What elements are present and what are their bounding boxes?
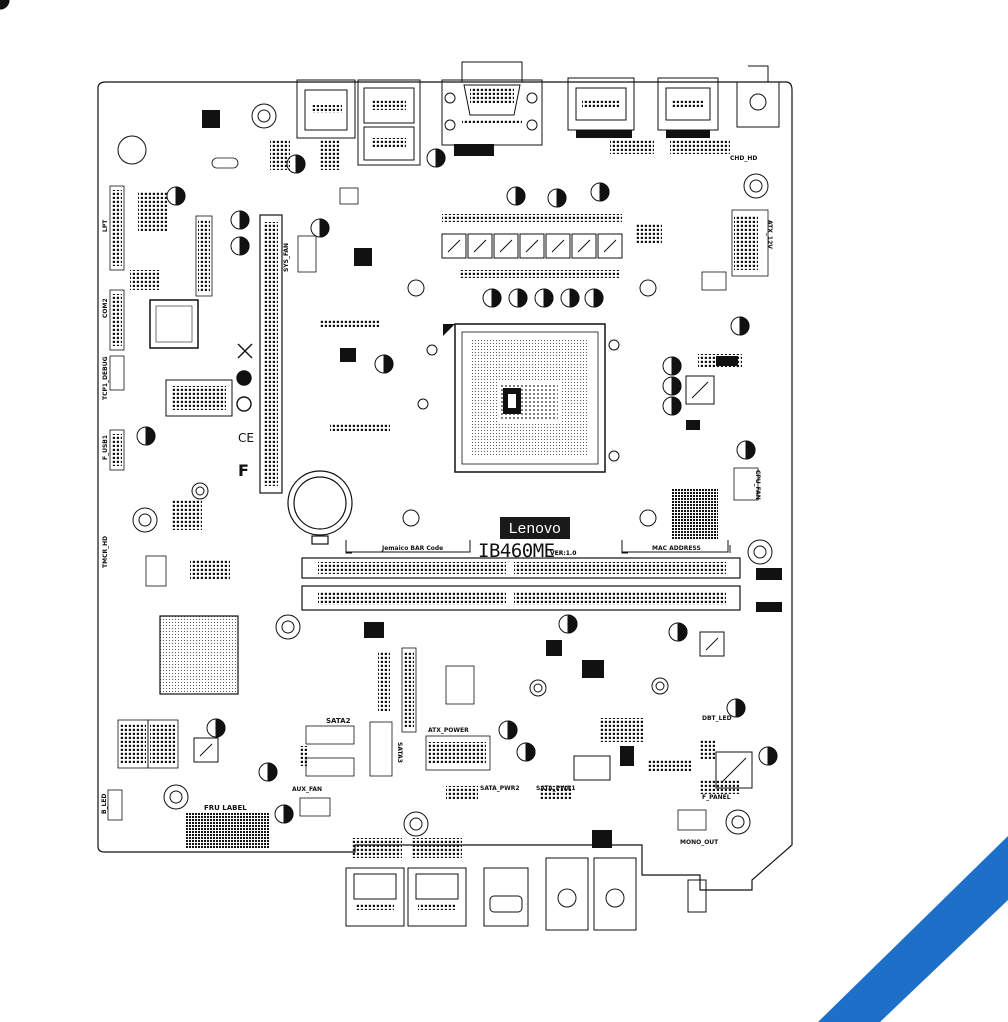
svg-text:F: F — [238, 461, 249, 480]
chd-hd-label: CHD_HD — [730, 155, 758, 162]
regulatory-marks: CE F — [236, 343, 254, 480]
tcp1-debug-label: TCP1_DEBUG — [102, 356, 109, 400]
board-outline — [97, 81, 793, 891]
f-panel-label: F_PANEL — [702, 794, 731, 801]
mounting-holes — [117, 103, 773, 837]
svg-text:CE: CE — [238, 431, 254, 445]
mono-out-label: MONO_OUT — [680, 839, 719, 846]
atx-12v-label: ATX_12V — [766, 220, 773, 249]
sata3-label: SATA3 — [396, 742, 403, 763]
model-number: IB460ME — [478, 540, 555, 562]
mac-address-label: MAC ADDRESS — [652, 545, 701, 552]
bottom-io-connectors — [345, 857, 707, 931]
atx-power-label: ATX_POWER — [428, 727, 469, 734]
sys-fan-label: SYS_FAN — [283, 242, 290, 272]
fru-label-area — [186, 812, 270, 848]
pch-chip — [159, 615, 239, 695]
dimm-slots — [301, 545, 782, 612]
cpu-fan-label: CPU_FAN — [754, 470, 761, 500]
sata-pwr2-label: SATA_PWR2 — [480, 785, 520, 792]
tmcr-hd-label: TMCR_HD — [102, 535, 109, 568]
version-label: VER:1.0 — [550, 550, 577, 557]
f-usb1-label: F_USB1 — [102, 434, 109, 460]
com2-label: COM2 — [102, 298, 109, 318]
sata2-label: SATA2 — [326, 717, 351, 725]
aux-fan-label: AUX_FAN — [292, 786, 323, 793]
fru-label-text: FRU LABEL — [204, 804, 247, 812]
dbt-led-label: DBT_LED — [702, 715, 732, 722]
brand-logo: Lenovo — [500, 517, 570, 539]
lpt-label: LPT — [102, 219, 109, 232]
brand-text: Lenovo — [508, 519, 562, 537]
capacitors — [0, 0, 778, 824]
super-io-chip — [149, 299, 199, 349]
b-led-label: B_LED — [101, 793, 108, 814]
barcode-label: Jemaico BAR Code — [382, 545, 444, 552]
expansion-slot — [259, 214, 283, 494]
watermark-banner — [818, 836, 1008, 1022]
cpu-socket — [417, 323, 620, 473]
cmos-battery — [287, 470, 353, 545]
smd-outlines — [107, 157, 769, 831]
sata-pwr1-label: SATA_PWR1 — [536, 785, 576, 792]
